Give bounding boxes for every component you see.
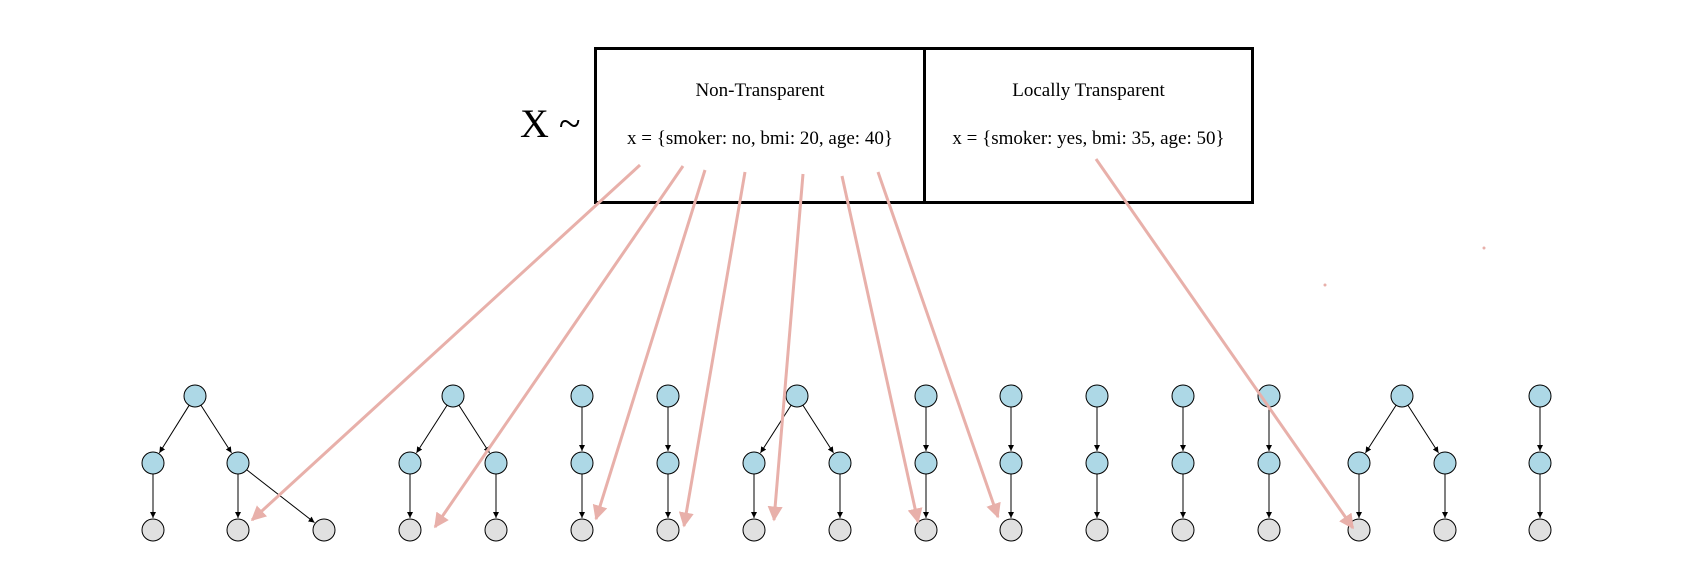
tree-edge [760, 404, 792, 454]
decision-node [656, 384, 680, 408]
leaf-node [141, 518, 165, 542]
leaf-node [656, 518, 680, 542]
mapping-arrow [250, 163, 642, 522]
mapping-arrow [678, 171, 747, 528]
decision-node [1171, 384, 1195, 408]
tree-edge [1365, 404, 1397, 454]
mapping-arrow [840, 175, 923, 524]
leaf-node [484, 518, 508, 542]
x-distribution-label: X ~ [520, 101, 581, 146]
decision-node [1528, 384, 1552, 408]
leaf-node [1528, 518, 1552, 542]
decision-node [183, 384, 207, 408]
decision-node [1390, 384, 1414, 408]
decision-tree-3 [570, 384, 594, 542]
tree-edge [802, 404, 834, 454]
decision-node [484, 451, 508, 475]
leaf-node [999, 518, 1023, 542]
decision-node [1085, 451, 1109, 475]
decision-node [656, 451, 680, 475]
decision-node [570, 451, 594, 475]
decision-node [1347, 451, 1371, 475]
decision-tree-1 [141, 384, 336, 542]
decision-tree-11 [1347, 384, 1457, 542]
decision-node [1085, 384, 1109, 408]
decision-tree-2 [398, 384, 508, 542]
leaf-node [312, 518, 336, 542]
decision-node [914, 451, 938, 475]
decision-node [398, 451, 422, 475]
decision-node [999, 451, 1023, 475]
decision-node [914, 384, 938, 408]
stray-dot [1482, 246, 1486, 250]
decision-node [1257, 451, 1281, 475]
decision-node [141, 451, 165, 475]
mapping-arrow [433, 165, 685, 529]
decision-node [999, 384, 1023, 408]
leaf-node [226, 518, 250, 542]
leaf-node [1085, 518, 1109, 542]
decision-tree-10 [1257, 384, 1281, 542]
decision-node [828, 451, 852, 475]
decision-node [1171, 451, 1195, 475]
tree-edge [200, 404, 232, 454]
decision-node [785, 384, 809, 408]
box-title: Locally Transparent [1012, 80, 1165, 101]
instance-text: x = {smoker: yes, bmi: 35, age: 50} [952, 128, 1225, 149]
leaf-node [1171, 518, 1195, 542]
tree-edge [416, 404, 448, 454]
decision-tree-4 [656, 384, 680, 542]
leaf-node [1257, 518, 1281, 542]
decision-tree-7 [999, 384, 1023, 542]
decision-node [226, 451, 250, 475]
box-title: Non-Transparent [695, 80, 825, 101]
stray-dot [1323, 283, 1327, 287]
mapping-arrow [767, 173, 805, 522]
decision-tree-5 [742, 384, 852, 542]
leaf-node [570, 518, 594, 542]
locally-transparent-box: Locally Transparent x = {smoker: yes, bm… [923, 47, 1254, 204]
decision-tree-12 [1528, 384, 1552, 542]
mapping-arrow [1094, 158, 1355, 530]
mapping-arrow [876, 171, 1001, 519]
decision-node [1433, 451, 1457, 475]
decision-node [742, 451, 766, 475]
tree-edge [458, 404, 490, 454]
leaf-node [742, 518, 766, 542]
tree-edge [158, 405, 190, 454]
decision-tree-8 [1085, 384, 1109, 542]
decision-node [1528, 451, 1552, 475]
leaf-node [1433, 518, 1457, 542]
decision-tree-6 [914, 384, 938, 542]
instance-text: x = {smoker: no, bmi: 20, age: 40} [627, 128, 893, 149]
non-transparent-box: Non-Transparent x = {smoker: no, bmi: 20… [594, 47, 926, 204]
tree-edge [1407, 404, 1439, 454]
decision-node [570, 384, 594, 408]
tree-edge [246, 469, 315, 524]
decision-tree-9 [1171, 384, 1195, 542]
decision-node [441, 384, 465, 408]
leaf-node [398, 518, 422, 542]
mapping-arrow [592, 169, 707, 521]
leaf-node [828, 518, 852, 542]
leaf-node [914, 518, 938, 542]
